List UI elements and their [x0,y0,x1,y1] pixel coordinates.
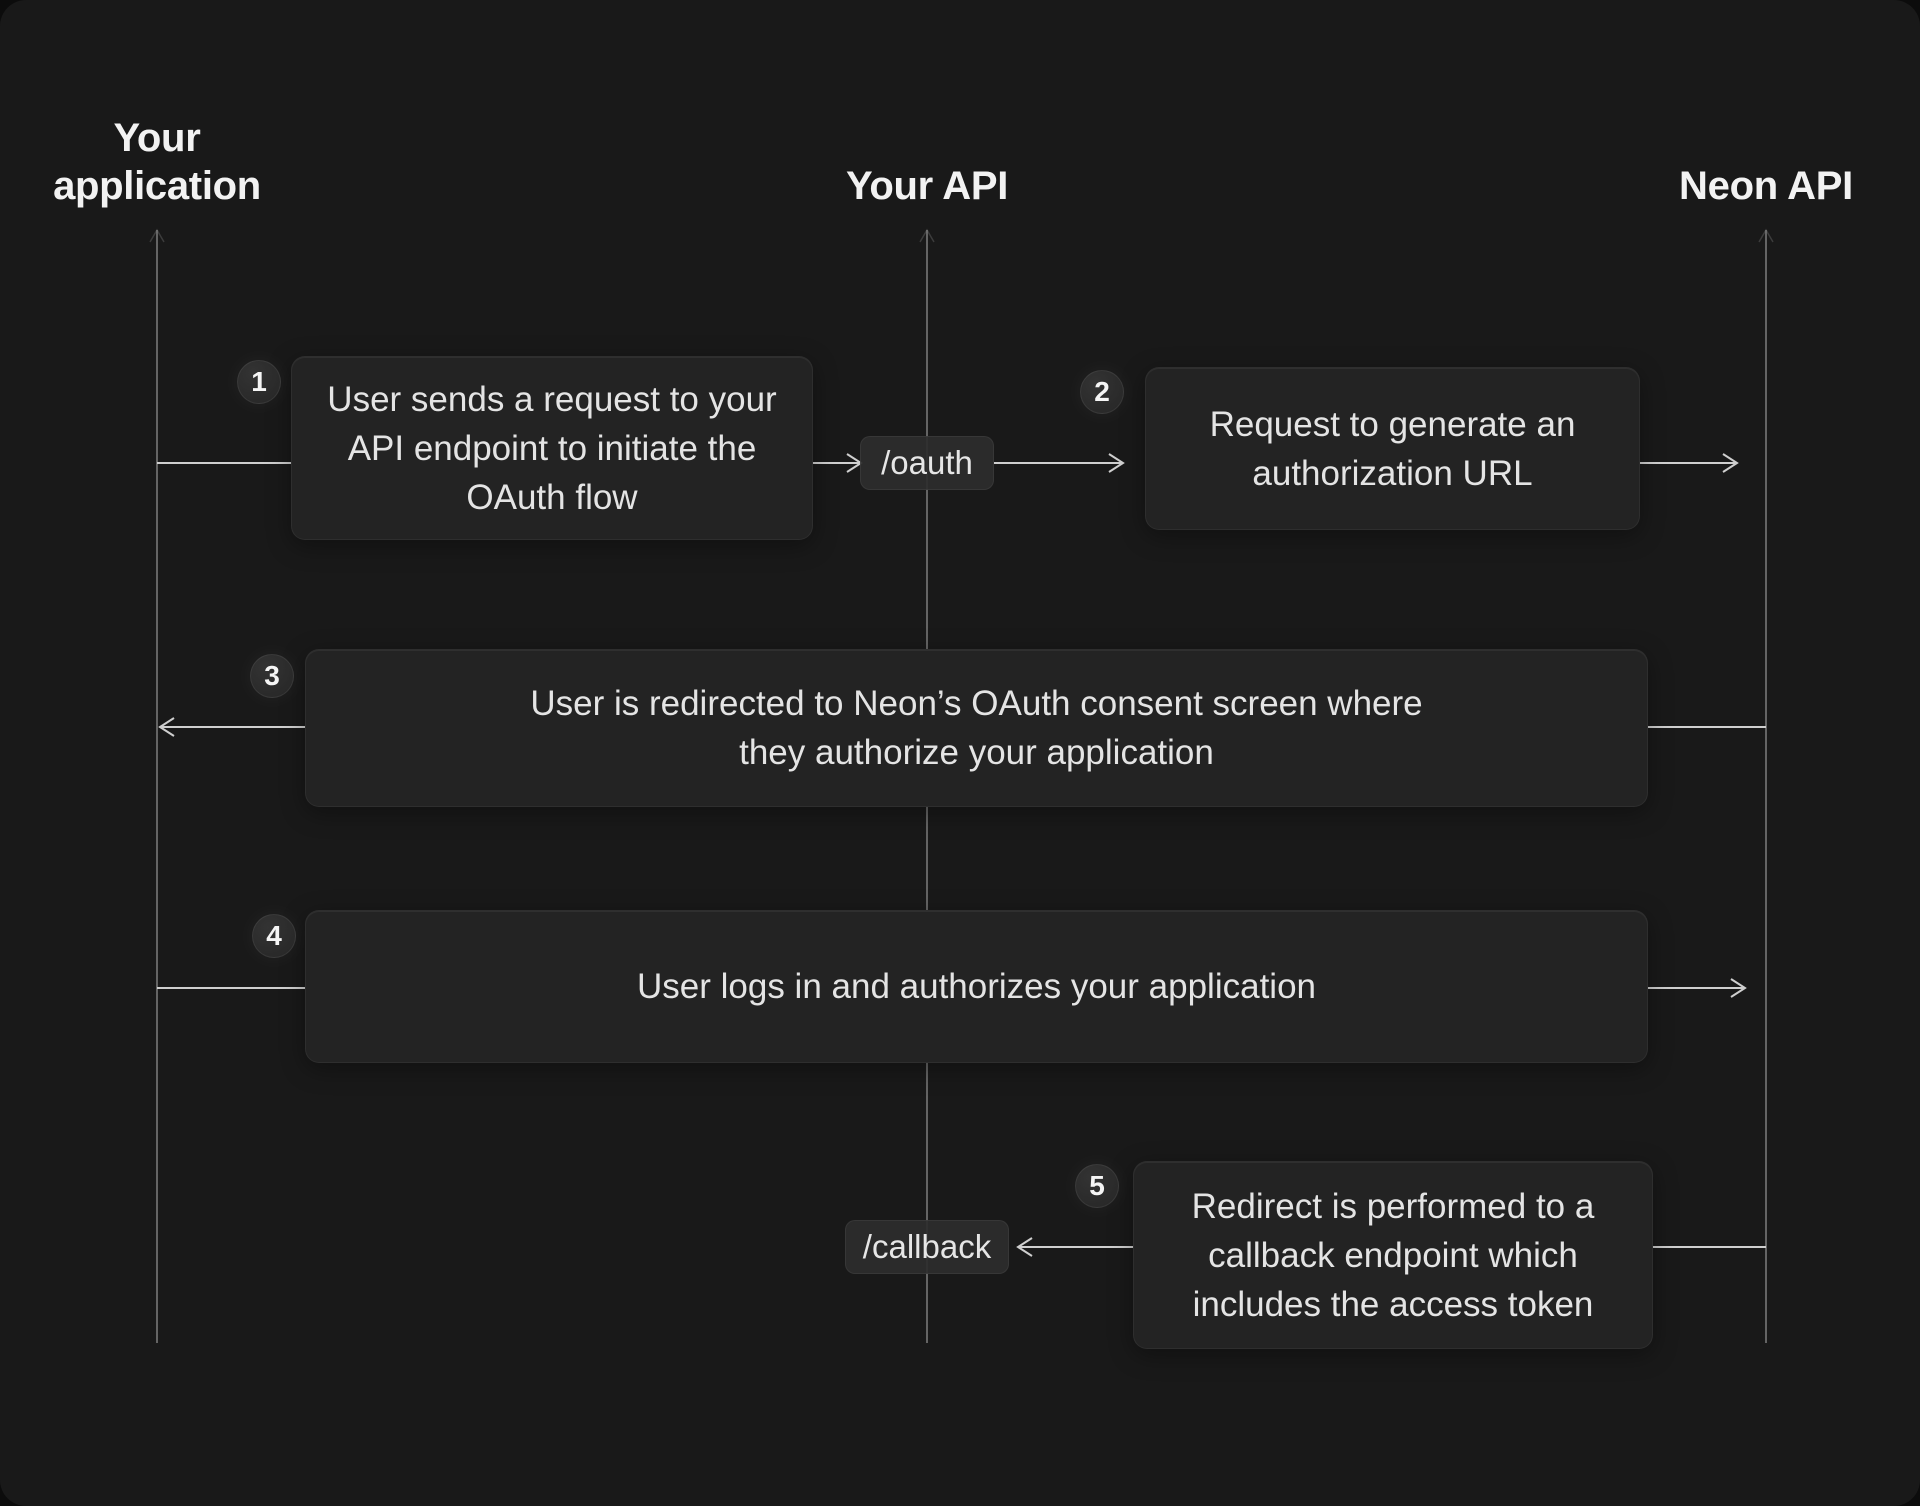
step-1-number-badge: 1 [237,360,281,404]
step-2-description-box: Request to generate an authorization URL [1145,367,1640,530]
step-3-description-box: User is redirected to Neon’s OAuth conse… [305,649,1648,807]
step-2-number-badge: 2 [1080,370,1124,414]
lifeline-top-tick-icon [919,228,935,243]
actor-label-your-application: Your application [53,116,261,208]
arrowhead-right-icon [1108,453,1125,473]
step-4-description-box: User logs in and authorizes your applica… [305,910,1648,1063]
endpoint-chip-oauth: /oauth [860,436,994,490]
arrowhead-right-icon [1730,978,1747,998]
lifeline-top-tick-icon [1758,228,1774,243]
arrowhead-left-icon [158,717,175,737]
lifeline-top-tick-icon [149,228,165,243]
step-3-number-badge: 3 [250,654,294,698]
endpoint-chip-callback: /callback [845,1220,1009,1274]
actor-label-your-api: Your API [845,164,1009,208]
arrowhead-left-icon [1016,1237,1033,1257]
step-5-number-badge: 5 [1075,1164,1119,1208]
step-4-number-badge: 4 [252,914,296,958]
step-1-description-box: User sends a request to your API endpoin… [291,356,813,540]
actor-label-neon-api: Neon API [1679,164,1853,208]
arrowhead-right-icon [1722,453,1739,473]
step-5-description-box: Redirect is performed to a callback endp… [1133,1161,1653,1349]
